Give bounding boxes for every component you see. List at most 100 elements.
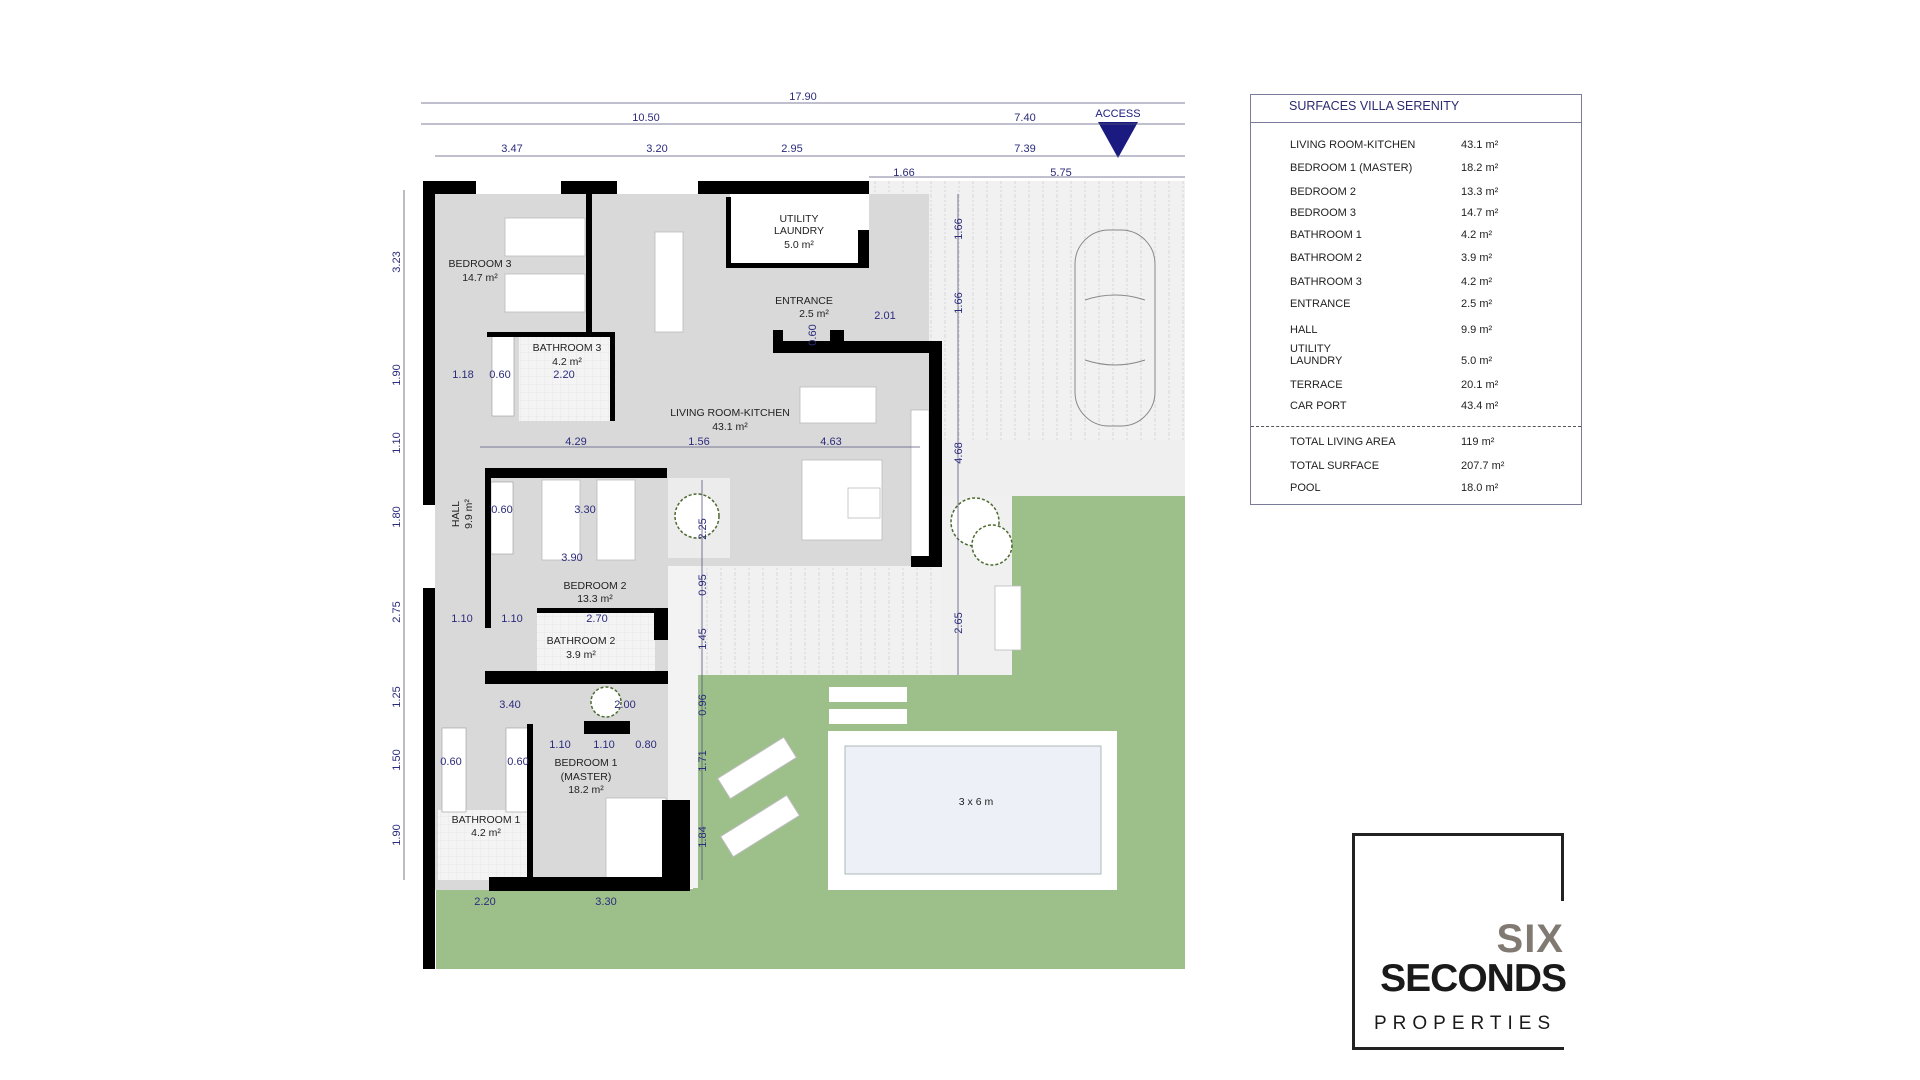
access-label: ACCESS xyxy=(1095,108,1140,120)
surface-value: 2.5 m² xyxy=(1461,298,1493,310)
surface-label: BATHROOM 2 xyxy=(1290,252,1362,264)
total-value: 207.7 m² xyxy=(1461,460,1505,472)
dimension-label: 2.75 xyxy=(391,601,403,622)
room-label-bathroom2: BATHROOM 2 xyxy=(547,635,616,647)
room-label-utility: UTILITY xyxy=(779,213,818,225)
logo-frame xyxy=(1352,833,1355,1050)
dimension-label: 1.56 xyxy=(688,436,709,448)
logo-frame xyxy=(1352,1047,1564,1050)
logo-six: SIX xyxy=(1496,917,1564,961)
carport-apron xyxy=(942,440,1185,496)
dimension-label: 0.60 xyxy=(489,369,510,381)
room-area-living: 43.1 m² xyxy=(712,421,748,433)
room-label-hall: HALL xyxy=(450,501,462,527)
dimension-label: 1.25 xyxy=(391,686,403,707)
dimension-label: 1.45 xyxy=(697,628,709,649)
dashed-divider xyxy=(1251,426,1581,427)
surface-value: 4.2 m² xyxy=(1461,229,1493,241)
terrace xyxy=(693,566,942,675)
dimension-label: 1.10 xyxy=(549,739,570,751)
room-area-bathroom3: 4.2 m² xyxy=(552,356,582,368)
room-area-bathroom2: 3.9 m² xyxy=(566,649,596,661)
dimension-label: 1.90 xyxy=(391,364,403,385)
dimension-label: 4.68 xyxy=(953,442,965,463)
tree-icon xyxy=(674,493,720,539)
dimension-label: 3.20 xyxy=(646,143,667,155)
dimension-label: 1.84 xyxy=(697,826,709,847)
sun-lounger xyxy=(716,736,798,800)
surface-value: 4.2 m² xyxy=(1461,276,1493,288)
dimension-label: 0.96 xyxy=(697,694,709,715)
room-area-entrance: 2.5 m² xyxy=(799,308,829,320)
surface-label: HALL xyxy=(1290,324,1318,336)
dimension-label: 0.60 xyxy=(491,504,512,516)
surface-value: 9.9 m² xyxy=(1461,324,1493,336)
bathroom3-floor xyxy=(519,337,611,421)
surface-label: ENTRANCE xyxy=(1290,298,1351,310)
surfaces-table: SURFACES VILLA SERENITY LIVING ROOM-KITC… xyxy=(1250,94,1582,505)
sun-lounger xyxy=(719,794,801,858)
room-area-bedroom2: 13.3 m² xyxy=(577,593,613,605)
lawn xyxy=(436,889,693,969)
dimension-label: 1.66 xyxy=(893,167,914,179)
total-value: 18.0 m² xyxy=(1461,482,1499,494)
room-area-hall: 9.9 m² xyxy=(463,499,475,529)
dimension-label: 2.95 xyxy=(781,143,802,155)
pool-label: 3 x 6 m xyxy=(959,796,994,808)
bathroom2-floor xyxy=(537,613,655,671)
room-area-utility: 5.0 m² xyxy=(784,239,814,251)
dimension-label: 2.20 xyxy=(553,369,574,381)
surface-label: BEDROOM 1 (MASTER) xyxy=(1290,162,1413,174)
dimension-label: 1.90 xyxy=(391,824,403,845)
dimension-label: 1.10 xyxy=(451,613,472,625)
room-label-bedroom2: BEDROOM 2 xyxy=(563,580,626,592)
dimension-label: 1.66 xyxy=(953,218,965,239)
stepping-stone xyxy=(829,687,907,702)
dimension-label: 2.25 xyxy=(697,518,709,539)
surface-label: BATHROOM 3 xyxy=(1290,276,1362,288)
surface-label: BEDROOM 3 xyxy=(1290,207,1357,219)
dimension-label: 3.23 xyxy=(391,251,403,272)
total-label: TOTAL SURFACE xyxy=(1290,460,1380,472)
dimension-label: 0.60 xyxy=(440,756,461,768)
total-value: 119 m² xyxy=(1461,436,1495,448)
dimension-label: 2.65 xyxy=(953,612,965,633)
dimension-label: 1.10 xyxy=(501,613,522,625)
pool xyxy=(844,745,1102,875)
surface-value: 43.4 m² xyxy=(1461,400,1499,412)
room-label-entrance: ENTRANCE xyxy=(775,295,833,307)
surface-label: BEDROOM 2 xyxy=(1290,186,1357,198)
dimension-label: 1.66 xyxy=(953,292,965,313)
dimension-lines xyxy=(403,102,1185,880)
six-seconds-logo: SIX SECONDS PROPERTIES xyxy=(1352,833,1567,1050)
dimension-label: 10.50 xyxy=(632,112,660,124)
dimension-label: 1.50 xyxy=(391,749,403,770)
dimension-label: 0.95 xyxy=(697,574,709,595)
surface-value: 18.2 m² xyxy=(1461,162,1499,174)
dimension-label: 2.70 xyxy=(586,613,607,625)
dimension-label: 2.00 xyxy=(614,699,635,711)
dimension-label: 3.90 xyxy=(561,552,582,564)
dimension-label: 1.80 xyxy=(391,506,403,527)
divider xyxy=(1251,122,1581,123)
room-area-bathroom1: 4.2 m² xyxy=(471,827,501,839)
surface-value: 5.0 m² xyxy=(1461,355,1493,367)
surface-value: 20.1 m² xyxy=(1461,379,1499,391)
total-label: POOL xyxy=(1290,482,1321,494)
dimension-label: 2.20 xyxy=(474,896,495,908)
room-area-bedroom3: 14.7 m² xyxy=(462,272,498,284)
dimension-label: 17.90 xyxy=(789,91,817,103)
surface-label: CAR PORT xyxy=(1290,400,1347,412)
surface-value: 13.3 m² xyxy=(1461,186,1499,198)
dimension-label: 5.75 xyxy=(1050,167,1071,179)
dimension-label: 0.60 xyxy=(807,324,819,345)
dimension-label: 1.10 xyxy=(593,739,614,751)
dimension-label: 0.80 xyxy=(635,739,656,751)
walls xyxy=(423,181,942,969)
room-label-bathroom1: BATHROOM 1 xyxy=(452,814,521,826)
surfaces-title: SURFACES VILLA SERENITY xyxy=(1289,99,1460,113)
dimension-label: 3.40 xyxy=(499,699,520,711)
dimension-label: 3.30 xyxy=(574,504,595,516)
dimension-label: 1.18 xyxy=(452,369,473,381)
dimension-label: 3.47 xyxy=(501,143,522,155)
